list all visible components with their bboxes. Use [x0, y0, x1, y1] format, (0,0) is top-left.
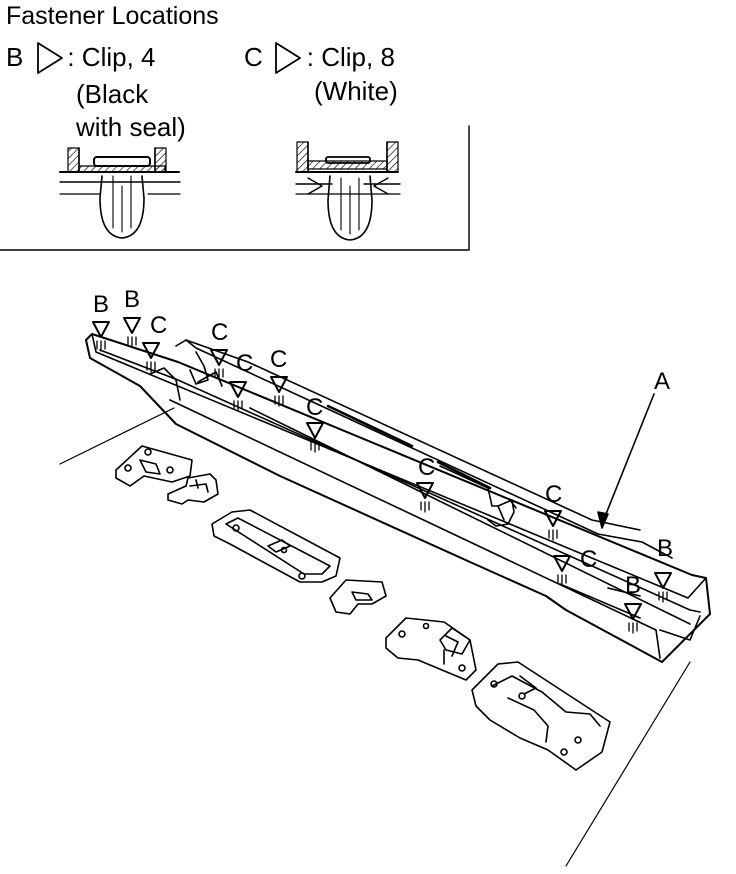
side-rail-part-a	[85, 333, 711, 663]
legend-b-description: (Black with seal)	[76, 78, 186, 144]
bracket-3	[211, 509, 341, 583]
legend-box-border	[0, 125, 470, 251]
leader-arrowhead-a	[597, 511, 609, 529]
legend-c-triangle-icon	[275, 42, 301, 74]
marker-c-6	[416, 482, 434, 513]
callout-c: C	[150, 312, 168, 339]
callout-b: B	[625, 572, 642, 599]
marker-b-1	[92, 321, 110, 352]
legend-b-sub1: (Black	[76, 79, 149, 109]
floor-edge-dash	[436, 460, 492, 490]
marker-c-1	[142, 342, 160, 373]
marker-c-4	[270, 376, 288, 407]
bracket-4	[329, 579, 387, 615]
legend-c-letter: C	[244, 42, 263, 72]
legend-b-letter: B	[6, 42, 24, 72]
callout-c: C	[545, 481, 563, 508]
bracket-6	[471, 661, 611, 771]
callout-b: B	[124, 286, 141, 313]
legend-c-sub1: (White)	[314, 76, 398, 106]
clip-b-cross-section-icon	[59, 147, 181, 239]
marker-b-4	[654, 572, 672, 603]
marker-c-3	[229, 381, 247, 412]
floor-edge-dash	[326, 404, 414, 448]
legend-b-text: : Clip, 4	[67, 42, 156, 72]
floor-outline-left	[59, 407, 175, 465]
callout-c: C	[306, 394, 324, 421]
page-title: Fastener Locations	[6, 2, 219, 30]
callout-c: C	[418, 454, 436, 481]
callout-c: C	[270, 346, 288, 373]
marker-c-5	[306, 422, 324, 453]
bracket-2	[167, 473, 219, 505]
marker-c-7	[544, 510, 562, 541]
marker-b-2	[123, 317, 141, 348]
callout-b: B	[93, 291, 110, 318]
floor-outline-right	[565, 661, 691, 867]
callout-a: A	[654, 368, 671, 395]
legend-b-triangle-icon	[37, 42, 63, 74]
bracket-1	[115, 445, 193, 487]
legend-b-sub2: with seal)	[76, 112, 186, 142]
marker-b-3	[624, 603, 642, 634]
legend-c-text: : Clip, 8	[306, 42, 395, 72]
clip-c-cross-section-icon	[295, 141, 401, 241]
callout-c: C	[211, 319, 229, 346]
clip-markers	[92, 317, 672, 634]
leader-line-a	[601, 393, 655, 525]
legend-b-line: B : Clip, 4	[6, 44, 156, 70]
callout-b: B	[657, 535, 674, 562]
callout-c: C	[580, 546, 598, 573]
callout-c: C	[236, 350, 254, 377]
legend-c-line: C : Clip, 8	[244, 44, 395, 70]
marker-c-2	[210, 349, 228, 380]
bracket-5	[385, 617, 477, 681]
marker-c-8	[553, 555, 571, 586]
